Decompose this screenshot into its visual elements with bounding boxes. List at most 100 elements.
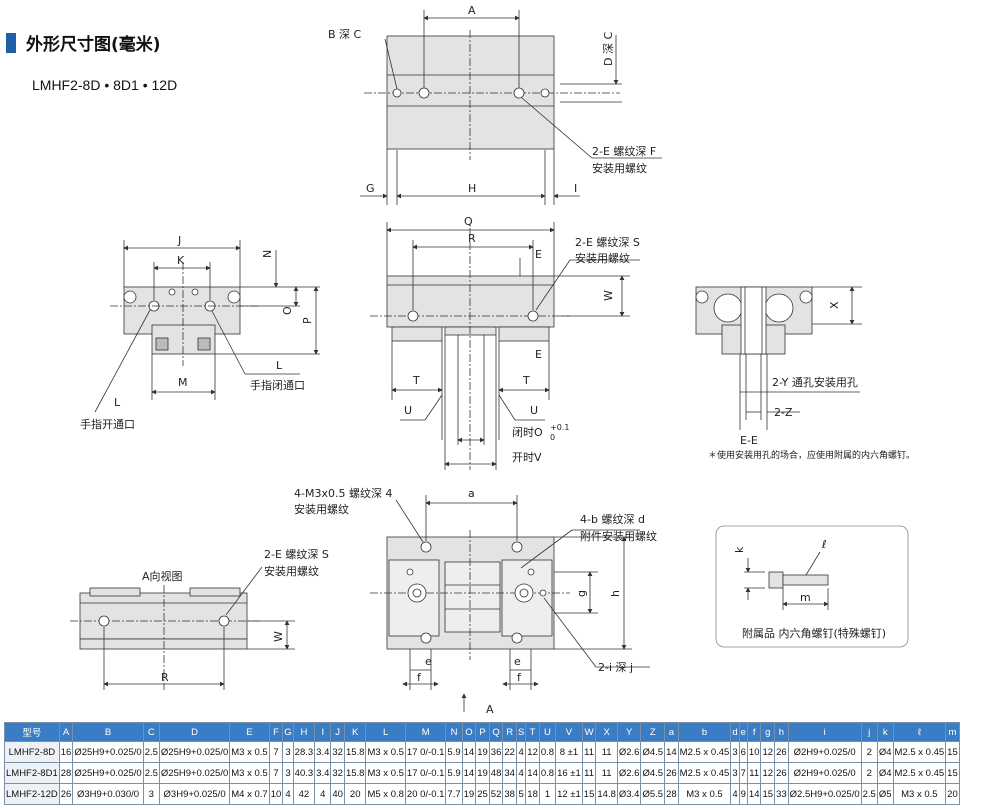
table-header-cell: K (343, 722, 367, 742)
table-cell: Ø25H9+0.025/0 (158, 741, 231, 763)
label-w-bottom: W (272, 631, 285, 642)
label-e-top: E (535, 248, 542, 261)
table-header-cell: E (229, 722, 270, 742)
label-p: P (301, 317, 314, 324)
table-cell: 5.9 (445, 762, 463, 784)
table-cell: 42 (292, 783, 316, 805)
table-cell: 20 (945, 783, 960, 805)
table-cell: 7 (738, 762, 748, 784)
table-cell: 2 (860, 762, 878, 784)
table-cell: 10 (268, 783, 284, 805)
table-cell: 11 (746, 762, 762, 784)
table-header-cell: Q (488, 722, 504, 742)
table-model-cell: LMHF2-12D (4, 783, 60, 805)
table-header-cell: G (282, 722, 294, 742)
label-i: I (574, 182, 577, 195)
table-cell: 28 (58, 762, 74, 784)
table-header-cell: X (595, 722, 618, 742)
table-header-cell: T (525, 722, 540, 742)
table-cell: 4 (282, 783, 294, 805)
table-header-cell: N (445, 722, 463, 742)
label-k: K (177, 254, 185, 267)
table-cell: 14 (746, 783, 762, 805)
table-cell: 19 (475, 762, 490, 784)
table-cell: 32 (330, 762, 345, 784)
table-header-cell: P (475, 722, 490, 742)
table-header-cell: a (664, 722, 679, 742)
bottom-view (370, 495, 650, 712)
table-header-cell: ℓ (892, 722, 947, 742)
label-n: N (261, 250, 274, 258)
header-bar (6, 32, 16, 53)
table-cell: 7 (268, 741, 284, 763)
table-header-cell: L (365, 722, 406, 742)
label-g: G (366, 182, 375, 195)
table-header-cell: B (72, 722, 144, 742)
table-cell: Ø4.5 (640, 762, 666, 784)
label-l-right: L (276, 359, 283, 372)
table-cell: 33 (774, 783, 789, 805)
label-a-arrow: A (486, 703, 494, 716)
table-header-cell: V (555, 722, 583, 742)
table-cell: 15 (760, 783, 776, 805)
label-mount1: 安装用螺纹 (592, 161, 647, 175)
label-r: R (468, 232, 476, 245)
table-header-cell: H (292, 722, 316, 742)
label-h-lower: h (609, 590, 622, 597)
table-cell: Ø2H9+0.025/0 (787, 762, 862, 784)
table-cell: 15 (581, 783, 597, 805)
table-cell: 14.8 (595, 783, 618, 805)
label-screw-caption: 附属品 内六角螺钉(特殊螺钉) (742, 626, 886, 640)
table-cell: 32 (330, 741, 345, 763)
table-cell: 40 (330, 783, 345, 805)
table-cell: Ø4.5 (640, 741, 666, 763)
section-header: 外形尺寸图(毫米) (6, 30, 161, 55)
label-a: A (468, 4, 476, 17)
table-cell: 19 (461, 783, 477, 805)
table-header-cell: I (314, 722, 332, 742)
table-cell: 3 (730, 762, 740, 784)
table-cell: M2.5 x 0.45 (892, 762, 947, 784)
table-cell: 20 (343, 783, 367, 805)
table-cell: 3.4 (314, 762, 332, 784)
table-cell: 15 (945, 762, 960, 784)
table-cell: Ø25H9+0.025/0 (72, 741, 144, 763)
table-cell: M3 x 0.5 (892, 783, 947, 805)
table-header-cell: M (404, 722, 447, 742)
section-ee-view (695, 286, 862, 430)
table-cell: M2.5 x 0.45 (677, 741, 732, 763)
table-header-cell: g (760, 722, 776, 742)
table-cell: M3 x 0.5 (365, 741, 406, 763)
table-cell: 17 0/-0.1 (404, 762, 447, 784)
table-header-cell: F (268, 722, 284, 742)
label-mount3: 安装用螺纹 (294, 502, 349, 516)
table-cell: 12 (760, 762, 776, 784)
label-t-left: T (412, 374, 420, 387)
table-header-cell: S (515, 722, 527, 742)
label-open: 开时V (512, 451, 542, 464)
label-e-bottom: E (535, 348, 542, 361)
table-header-cell: i (787, 722, 862, 742)
table-cell: 11 (581, 741, 597, 763)
accessory-screw-box (715, 525, 909, 648)
model-name: LMHF2-8D • 8D1 • 12D (32, 77, 178, 93)
table-cell: 6 (738, 741, 748, 763)
table-header-cell: h (774, 722, 789, 742)
table-cell: 48 (488, 762, 504, 784)
table-header-cell: f (746, 722, 762, 742)
table-cell: 5.9 (445, 741, 463, 763)
table-header-cell: 型号 (4, 722, 60, 742)
table-cell: 15 (945, 741, 960, 763)
table-cell: M4 x 0.7 (229, 783, 270, 805)
table-cell: Ø25H9+0.025/0 (158, 762, 231, 784)
table-cell: 5 (515, 783, 527, 805)
table-model-cell: LMHF2-8D1 (4, 762, 60, 784)
table-cell: 22 (502, 741, 517, 763)
table-cell: Ø2H9+0.025/0 (787, 741, 862, 763)
label-i-j: 2-i 深 j (598, 661, 633, 674)
table-cell: Ø2.6 (616, 762, 642, 784)
table-cell: 52 (488, 783, 504, 805)
table-cell: M3 x 0.5 (365, 762, 406, 784)
table-cell: 1 (538, 783, 557, 805)
